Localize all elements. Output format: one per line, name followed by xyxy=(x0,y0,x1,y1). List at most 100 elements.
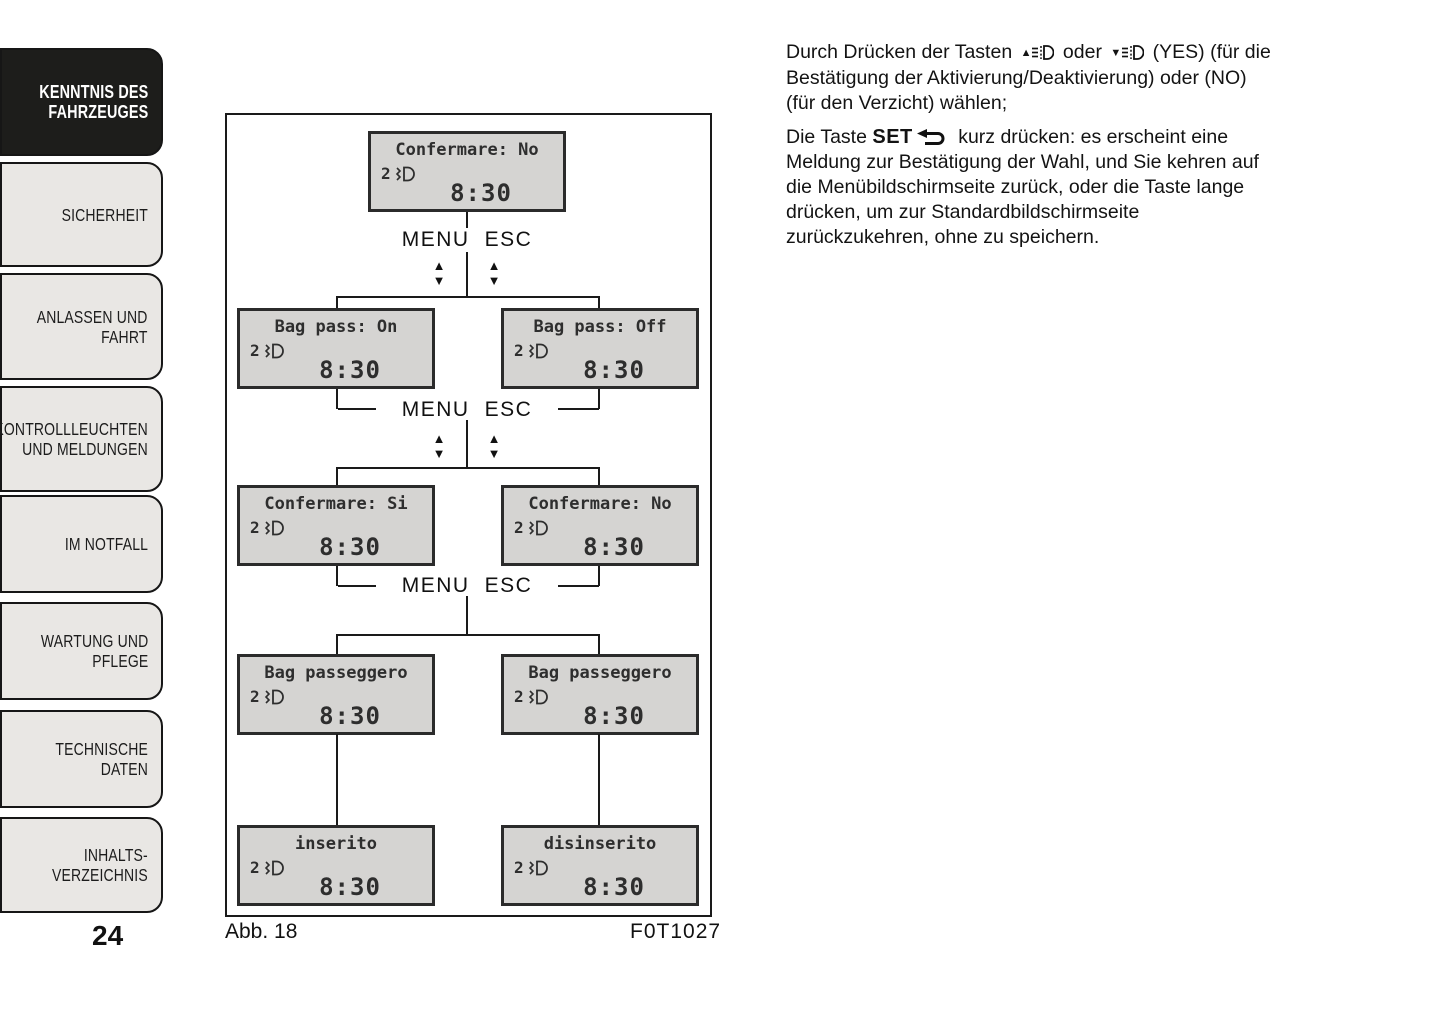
text-line: (YES) (für die xyxy=(1152,41,1271,63)
text-line: die Menübildschirmseite zurück, oder die… xyxy=(786,176,1245,198)
paragraph-set-button: Die Taste SET kurz drücken: es erscheint… xyxy=(786,125,1361,250)
lcd-screen: Bag pass: On 2 8:30 xyxy=(237,308,435,389)
sidebar-tab-sicherheit[interactable]: SICHERHEIT xyxy=(0,162,163,267)
up-arrow-icon: ▲ xyxy=(487,431,501,446)
text-line: Durch Drücken der Tasten xyxy=(786,41,1013,63)
connector-line xyxy=(466,212,468,229)
up-down-arrows-icon: ▲ ▼ xyxy=(486,431,502,461)
connector-line xyxy=(538,408,599,410)
connector-line xyxy=(598,389,600,409)
lcd-title: inserito xyxy=(295,834,377,854)
down-arrow-icon: ▼ xyxy=(487,273,501,288)
connector-line xyxy=(466,252,468,296)
return-arrow-icon xyxy=(916,129,945,145)
figure-caption: Abb. 18 xyxy=(225,920,298,943)
instructions: Durch Drücken der Tasten ▲ oder ▼ (YES) … xyxy=(786,40,1361,250)
low-beam-icon xyxy=(528,860,548,875)
lcd-screen: Confermare: Si 2 8:30 xyxy=(237,485,435,566)
low-beam-icon xyxy=(264,520,284,535)
low-beam-icon xyxy=(395,166,415,181)
sidebar-tab-im-notfall[interactable]: IM NOTFALL xyxy=(0,495,163,593)
lcd-clock: 8:30 xyxy=(583,533,645,561)
connector-line xyxy=(336,467,338,485)
indicator-digit: 2 xyxy=(250,858,260,877)
button-labels: MENU ESC xyxy=(376,398,558,422)
airbag-indicator: 2 xyxy=(514,518,550,537)
text-line: oder xyxy=(1062,41,1102,63)
lcd-clock: 8:30 xyxy=(319,702,381,730)
sidebar-tab-inhaltsverzeichnis[interactable]: INHALTS- VERZEICHNIS xyxy=(0,817,163,913)
connector-line xyxy=(598,734,600,825)
airbag-indicator: 2 xyxy=(250,687,286,706)
indicator-digit: 2 xyxy=(514,518,524,537)
headlight-button-icon xyxy=(1032,45,1055,60)
connector-line xyxy=(337,467,600,469)
up-down-arrows-icon: ▲ ▼ xyxy=(431,259,447,287)
text-line: drücken, um zur Standardbildschirmseite xyxy=(786,201,1140,223)
text-line: kurz drücken: es erscheint eine xyxy=(958,126,1229,148)
sidebar-tab-label: TECHNISCHE DATEN xyxy=(55,739,148,779)
esc-button-label: ESC xyxy=(484,574,533,597)
lcd-title: Bag passeggero xyxy=(528,663,672,683)
sidebar-tab-label: WARTUNG UND PFLEGE xyxy=(40,631,148,671)
connector-line xyxy=(598,467,600,485)
sidebar-tab-kenntnis-des-fahrzeuges[interactable]: KENNTNIS DES FAHRZEUGES xyxy=(0,48,163,156)
lcd-title: Bag pass: Off xyxy=(533,317,667,337)
lcd-clock: 8:30 xyxy=(319,873,381,901)
sidebar-tab-kontrollleuchten[interactable]: KONTROLLLEUCHTEN UND MELDUNGEN xyxy=(0,386,163,492)
lcd-screen: Bag passeggero 2 8:30 xyxy=(237,654,435,735)
sidebar-tab-label: SICHERHEIT xyxy=(61,204,148,225)
lcd-title: Confermare: Si xyxy=(264,494,408,514)
indicator-digit: 2 xyxy=(514,858,524,877)
lcd-clock: 8:30 xyxy=(450,179,512,207)
indicator-digit: 2 xyxy=(250,518,260,537)
airbag-indicator: 2 xyxy=(250,518,286,537)
connector-line xyxy=(598,634,600,654)
connector-line xyxy=(538,585,599,587)
indicator-digit: 2 xyxy=(250,687,260,706)
connector-line xyxy=(598,296,600,308)
indicator-digit: 2 xyxy=(381,164,391,183)
sidebar-tab-technische-daten[interactable]: TECHNISCHE DATEN xyxy=(0,710,163,808)
lcd-title: disinserito xyxy=(543,834,657,854)
connector-line xyxy=(336,634,338,654)
lcd-screen: inserito 2 8:30 xyxy=(237,825,435,906)
sidebar-tab-label: KENNTNIS DES FAHRZEUGES xyxy=(38,82,148,122)
lcd-screen: Bag pass: Off 2 8:30 xyxy=(501,308,699,389)
down-arrow-icon: ▼ xyxy=(1110,47,1122,59)
sidebar-tab-wartung-und-pflege[interactable]: WARTUNG UND PFLEGE xyxy=(0,602,163,700)
headlight-button-icon xyxy=(1122,45,1145,60)
sidebar-tab-label: ANLASSEN UND FAHRT xyxy=(37,306,148,347)
lcd-screen: disinserito 2 8:30 xyxy=(501,825,699,906)
airbag-indicator: 2 xyxy=(514,341,550,360)
low-beam-icon xyxy=(528,689,548,704)
airbag-indicator: 2 xyxy=(514,687,550,706)
up-arrow-icon: ▲ xyxy=(432,431,446,446)
lcd-clock: 8:30 xyxy=(583,356,645,384)
connector-line xyxy=(466,420,468,468)
indicator-digit: 2 xyxy=(514,341,524,360)
down-arrow-icon: ▼ xyxy=(487,446,501,461)
esc-button-label: ESC xyxy=(484,228,533,251)
connector-line xyxy=(598,566,600,586)
connector-line xyxy=(338,408,398,410)
esc-button-label: ESC xyxy=(484,398,533,421)
indicator-digit: 2 xyxy=(250,341,260,360)
page-number: 24 xyxy=(92,920,124,951)
low-beam-icon xyxy=(264,689,284,704)
sidebar-tab-label: IM NOTFALL xyxy=(64,534,148,554)
connector-line xyxy=(337,296,600,298)
low-beam-icon xyxy=(528,520,548,535)
lcd-screen: Confermare: No 2 8:30 xyxy=(501,485,699,566)
connector-line xyxy=(336,389,338,409)
up-arrow-icon: ▲ xyxy=(1020,47,1032,59)
figure-frame: Confermare: No 2 8:30 MENU ESC ▲ ▼ ▲ ▼ B… xyxy=(225,113,712,917)
lcd-clock: 8:30 xyxy=(319,356,381,384)
sidebar-tab-anlassen-und-fahrt[interactable]: ANLASSEN UND FAHRT xyxy=(0,273,163,380)
lcd-clock: 8:30 xyxy=(583,873,645,901)
text-line: (für den Verzicht) wählen; xyxy=(786,92,1008,114)
airbag-indicator: 2 xyxy=(514,858,550,877)
up-down-arrows-icon: ▲ ▼ xyxy=(486,259,502,288)
indicator-digit: 2 xyxy=(514,687,524,706)
lcd-title: Confermare: No xyxy=(528,494,672,514)
